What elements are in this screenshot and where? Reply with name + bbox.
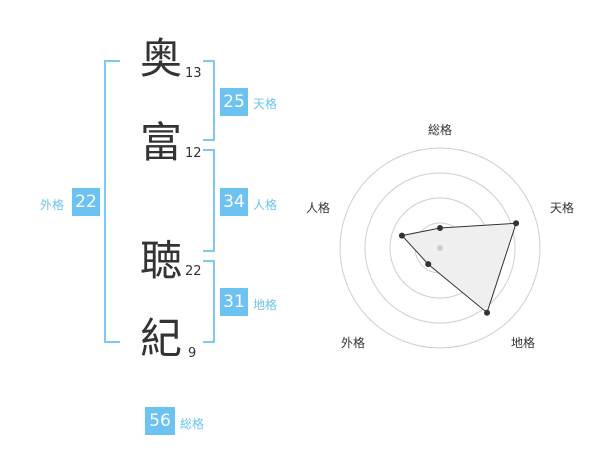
name-char-1: 奥 [139, 34, 182, 83]
stroke-count-2: 12 [185, 146, 202, 161]
radar-center [437, 245, 443, 251]
axis-label-gaikaku: 外格 [341, 335, 365, 350]
name-char-4: 紀 [139, 314, 182, 363]
tenkaku-value: 25 [220, 88, 248, 116]
radar-point-3 [425, 261, 432, 268]
radar-point-1 [513, 220, 520, 227]
radar-area [402, 223, 517, 313]
gaikaku-label: 外格 [40, 198, 65, 212]
stroke-count-3: 22 [185, 264, 202, 279]
axis-label-chikaku: 地格 [511, 335, 535, 350]
soukaku-label: 総格 [180, 417, 205, 431]
radar-line [401, 222, 517, 314]
chikaku-bracket [203, 260, 215, 343]
name-char-3: 聴 [139, 236, 182, 285]
radar-chart: 総格 天格 地格 外格 人格 [306, 122, 574, 350]
radar-point-0 [437, 225, 443, 231]
axis-label-tenkaku: 天格 [550, 200, 574, 215]
jinkaku-value: 34 [220, 188, 248, 216]
tenkaku-label: 天格 [253, 97, 278, 111]
axis-label-soukaku: 総格 [428, 122, 452, 137]
jinkaku-label: 人格 [253, 198, 278, 212]
chikaku-value: 31 [220, 288, 248, 316]
radar-ring [339, 147, 541, 349]
gaikaku-value: 22 [72, 188, 100, 216]
radar-ring [364, 172, 516, 324]
radar-points [398, 220, 520, 316]
soukaku-value: 56 [145, 407, 175, 435]
name-char-2: 富 [139, 118, 182, 167]
gaikaku-bracket [104, 60, 120, 343]
radar-point-4 [398, 232, 405, 239]
stroke-count-4: 9 [188, 346, 197, 361]
chikaku-label: 地格 [253, 298, 278, 312]
axis-label-jinkaku: 人格 [306, 200, 330, 215]
stroke-count-1: 13 [185, 66, 202, 81]
jinkaku-bracket [203, 149, 215, 252]
radar-point-2 [484, 309, 491, 316]
tenkaku-bracket [203, 60, 215, 141]
